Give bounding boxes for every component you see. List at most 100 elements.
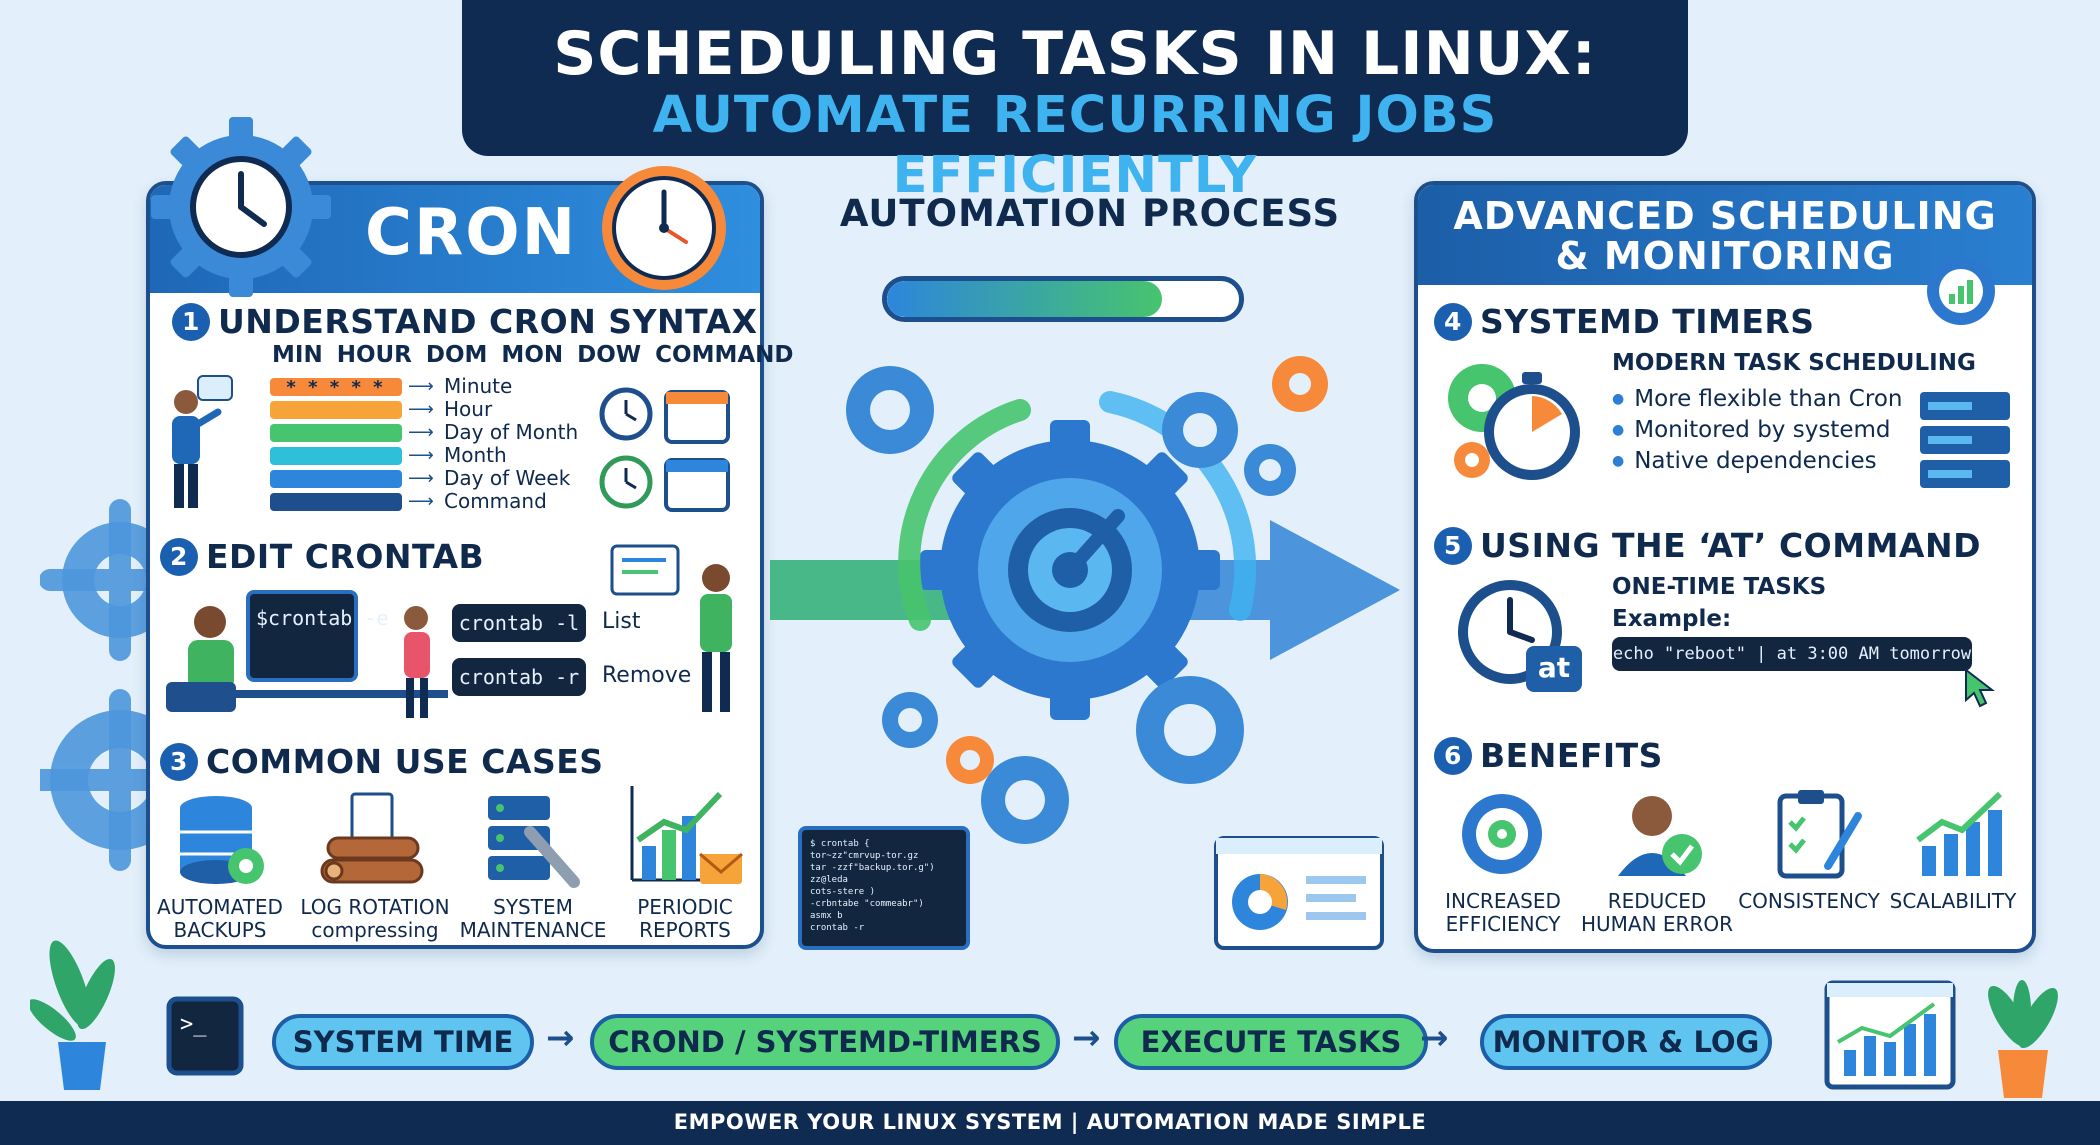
database-icon — [180, 796, 264, 884]
at-clock-icon — [1458, 580, 1582, 692]
terminal-line: tor~zz"cmrvup-tor.gz — [810, 851, 919, 861]
benefit-caption: CONSISTENCY — [1736, 890, 1882, 913]
growth-chart-icon — [1916, 791, 2003, 876]
gear-target-icon — [1462, 794, 1542, 874]
monitor-chart-icon — [1824, 980, 1956, 1090]
benefit-line1: SCALABILITY — [1889, 889, 2017, 913]
cron-title: CRON — [365, 196, 578, 270]
advanced-panel — [1414, 181, 2036, 953]
section-1-title-text: UNDERSTAND CRON SYNTAX — [218, 302, 758, 341]
use-case-line2: compressing — [311, 918, 439, 942]
terminal-line: cots-stere ) — [810, 887, 876, 897]
flow-step-system-time: SYSTEM TIME — [272, 1014, 534, 1070]
section-1-number: 1 — [172, 303, 210, 341]
title-banner: SCHEDULING TASKS IN LINUX: AUTOMATE RECU… — [462, 0, 1688, 205]
use-case-line1: AUTOMATED — [157, 895, 283, 919]
benefit-line2: EFFICIENCY — [1445, 912, 1561, 936]
clipboard-check-icon — [1777, 790, 1862, 879]
use-case-line2: BACKUPS — [173, 918, 267, 942]
benefit-caption: SCALABILITY — [1880, 890, 2026, 913]
alarm-clock-icon — [602, 166, 726, 290]
dashboard-window-icon — [1214, 836, 1384, 950]
benefit-line1: REDUCED — [1607, 889, 1707, 913]
crontab-remove-label: Remove — [602, 663, 692, 688]
section-4-title-text: SYSTEMD TIMERS — [1480, 302, 1815, 341]
section-2-title-text: EDIT CRONTAB — [206, 537, 485, 576]
cron-bar-month — [270, 447, 402, 465]
advanced-title-line1: ADVANCED SCHEDULING — [1453, 194, 1997, 238]
cron-field-label: Minute — [444, 374, 513, 398]
title-line1: SCHEDULING TASKS IN LINUX: — [553, 19, 1597, 89]
crontab-edit-command: $crontab -e — [256, 606, 389, 630]
terminal-window: $ crontab { tor~zz"cmrvup-tor.gz tar -zz… — [798, 826, 970, 950]
arrow-right-icon: ⟶ — [408, 491, 434, 512]
arrow-right-icon: → — [1072, 1018, 1101, 1058]
arrow-right-icon: → — [1420, 1018, 1449, 1058]
terminal-line: crontab -r — [810, 923, 865, 933]
benefit-line1: INCREASED — [1445, 889, 1561, 913]
use-case-line2: MAINTENANCE — [459, 918, 607, 942]
at-example-code: echo "reboot" | at 3:00 AM tomorrow — [1612, 637, 1972, 671]
crontab-list-label: List — [602, 609, 641, 634]
flow-step-monitor: MONITOR & LOG — [1480, 1014, 1772, 1070]
systemd-bullet: Native dependencies — [1612, 448, 1876, 474]
use-case-line1: SYSTEM — [493, 895, 573, 919]
crontab-list-command: crontab -l — [452, 604, 586, 642]
progress-fill — [887, 281, 1162, 317]
person-with-document-icon — [610, 544, 732, 712]
cron-fields-header: MIN HOUR DOM MON DOW COMMAND — [272, 342, 794, 368]
server-wrench-icon — [488, 796, 580, 888]
footer-bar — [0, 1101, 2100, 1145]
arrow-right-icon: ⟶ — [408, 468, 434, 489]
plant-pot-icon — [30, 940, 115, 1090]
cron-bar-dow — [270, 470, 402, 488]
advanced-header — [1418, 185, 2032, 285]
section-6-title-text: BENEFITS — [1480, 736, 1663, 775]
cron-field-label: Day of Week — [444, 466, 571, 490]
terminal-line: zz@leda — [810, 875, 848, 885]
terminal-icon — [166, 996, 244, 1076]
benefit-line2: HUMAN ERROR — [1580, 912, 1733, 936]
systemd-subtitle: MODERN TASK SCHEDULING — [1612, 350, 1976, 376]
cron-field-label: Day of Month — [444, 420, 579, 444]
at-badge: at — [1537, 651, 1571, 684]
at-subtitle: ONE-TIME TASKS — [1612, 574, 1827, 600]
benefit-line1: CONSISTENCY — [1738, 889, 1880, 913]
arrow-right-icon: → — [546, 1018, 575, 1058]
section-4-number: 4 — [1434, 303, 1472, 341]
use-case-line1: LOG ROTATION — [300, 895, 450, 919]
cron-field-label: Hour — [444, 397, 493, 421]
systemd-bullet: Monitored by systemd — [1612, 417, 1890, 443]
systemd-bullet: More flexible than Cron — [1612, 386, 1902, 412]
cron-bar-command — [270, 493, 402, 511]
clock-calendar-icon — [599, 387, 730, 512]
gear-chart-icon — [1927, 257, 1995, 325]
person-check-icon — [1618, 796, 1702, 876]
logs-icon — [320, 792, 424, 884]
cron-bar-hour — [270, 401, 402, 419]
section-6-number: 6 — [1434, 737, 1472, 775]
developer-at-computer-icon — [166, 590, 448, 718]
cron-field-label: Month — [444, 443, 507, 467]
section-3-number: 3 — [160, 743, 198, 781]
use-case-line2: REPORTS — [639, 918, 731, 942]
terminal-line: tar -zzf"backup.tor.g") — [810, 863, 935, 873]
title-line2: AUTOMATE RECURRING JOBS EFFICIENTLY — [652, 86, 1498, 205]
arrow-right-icon: ⟶ — [408, 376, 434, 397]
section-2-number: 2 — [160, 538, 198, 576]
section-3-title-text: COMMON USE CASES — [206, 742, 604, 781]
systemd-timer-stopwatch-icon — [1448, 364, 1580, 480]
section-5-number: 5 — [1434, 527, 1472, 565]
use-case-line1: PERIODIC — [637, 895, 733, 919]
arrow-right-icon: ⟶ — [408, 399, 434, 420]
section-5-title-text: USING THE ‘AT’ COMMAND — [1480, 526, 1981, 565]
